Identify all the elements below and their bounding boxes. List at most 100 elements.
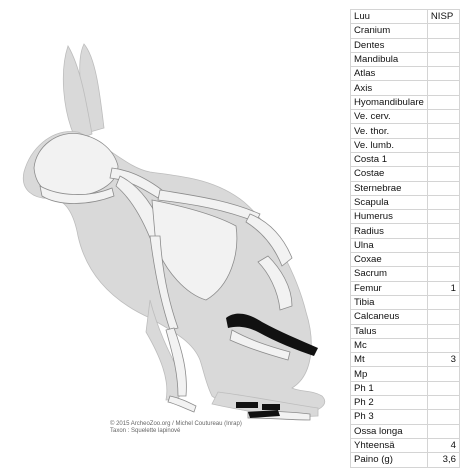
header-nisp: NISP [427,10,459,24]
table-row: Mandibula [351,52,460,66]
table-row: Ossa longa [351,424,460,438]
bone-name-cell: Radius [351,224,428,238]
nisp-value-cell [427,124,459,138]
bone-name-cell: Ve. lumb. [351,138,428,152]
bone-name-cell: Calcaneus [351,310,428,324]
nisp-value-cell: 3,6 [427,453,459,467]
bone-name-cell: Ph 1 [351,381,428,395]
bone-name-cell: Ve. thor. [351,124,428,138]
nisp-value-cell [427,381,459,395]
table-row: Paino (g)3,6 [351,453,460,467]
table-row: Calcaneus [351,310,460,324]
bone-name-cell: Sternebrae [351,181,428,195]
nisp-value-cell [427,410,459,424]
nisp-value-cell [427,310,459,324]
table-row: Scapula [351,195,460,209]
table-row: Ph 1 [351,381,460,395]
header-bone: Luu [351,10,428,24]
table-header-row: Luu NISP [351,10,460,24]
nisp-value-cell [427,210,459,224]
bone-name-cell: Mp [351,367,428,381]
bone-name-cell: Costae [351,167,428,181]
bone-name-cell: Mc [351,338,428,352]
table-row: Ulna [351,238,460,252]
nisp-value-cell [427,138,459,152]
credit-line-1: © 2015 ArcheoZoo.org / Michel Coutureau … [110,421,242,427]
credit-line-2: Taxon : Squelette lapinové [110,428,180,434]
bone-name-cell: Ph 3 [351,410,428,424]
bone-name-cell: Costa 1 [351,152,428,166]
bone-name-cell: Ulna [351,238,428,252]
bone-name-cell: Ossa longa [351,424,428,438]
nisp-value-cell [427,67,459,81]
bone-name-cell: Dentes [351,38,428,52]
nisp-value-cell [427,152,459,166]
nisp-value-cell [427,195,459,209]
bone-name-cell: Tibia [351,295,428,309]
nisp-value-cell [427,295,459,309]
table-row: Sacrum [351,267,460,281]
nisp-value-cell [427,181,459,195]
table-row: Costae [351,167,460,181]
nisp-value-cell [427,110,459,124]
nisp-value-cell [427,424,459,438]
nisp-value-cell [427,267,459,281]
bone-name-cell: Cranium [351,24,428,38]
table-row: Dentes [351,38,460,52]
nisp-value-cell [427,167,459,181]
forefoot-bones [168,396,196,412]
nisp-value-cell: 3 [427,353,459,367]
nisp-value-cell [427,224,459,238]
table-row: Ph 2 [351,396,460,410]
nisp-value-cell [427,238,459,252]
bone-name-cell: Ph 2 [351,396,428,410]
table-row: Costa 1 [351,152,460,166]
table-row: Sternebrae [351,181,460,195]
bone-name-cell: Hyomandibulare [351,95,428,109]
bone-name-cell: Talus [351,324,428,338]
table-row: Ve. cerv. [351,110,460,124]
table-row: Tibia [351,295,460,309]
hare-skeleton-figure: © 2015 ArcheoZoo.org / Michel Coutureau … [0,0,340,441]
nisp-value-cell [427,24,459,38]
table-row: Atlas [351,67,460,81]
metatarsal-highlight-1 [236,402,258,408]
table-row: Mc [351,338,460,352]
table-row: Cranium [351,24,460,38]
table-row: Mt3 [351,353,460,367]
table-row: Ve. thor. [351,124,460,138]
nisp-value-cell [427,396,459,410]
metatarsal-highlight-3 [262,404,280,410]
hare-skeleton-diagram [0,0,340,441]
table-row: Coxae [351,253,460,267]
nisp-value-cell [427,253,459,267]
bone-name-cell: Scapula [351,195,428,209]
bone-name-cell: Femur [351,281,428,295]
bone-name-cell: Humerus [351,210,428,224]
nisp-value-cell: 1 [427,281,459,295]
table-row: Mp [351,367,460,381]
nisp-value-cell [427,324,459,338]
bone-name-cell: Mandibula [351,52,428,66]
nisp-value-cell [427,338,459,352]
table-row: Ve. lumb. [351,138,460,152]
bone-name-cell: Paino (g) [351,453,428,467]
table-row: Humerus [351,210,460,224]
table-row: Radius [351,224,460,238]
nisp-value-cell [427,95,459,109]
bone-name-cell: Coxae [351,253,428,267]
bone-name-cell: Sacrum [351,267,428,281]
bone-name-cell: Axis [351,81,428,95]
nisp-value-cell [427,38,459,52]
table-row: Axis [351,81,460,95]
nisp-value-cell [427,367,459,381]
bone-name-cell: Ve. cerv. [351,110,428,124]
table-row: Talus [351,324,460,338]
nisp-value-cell [427,52,459,66]
bone-name-cell: Atlas [351,67,428,81]
table-row: Hyomandibulare [351,95,460,109]
nisp-value-cell [427,81,459,95]
